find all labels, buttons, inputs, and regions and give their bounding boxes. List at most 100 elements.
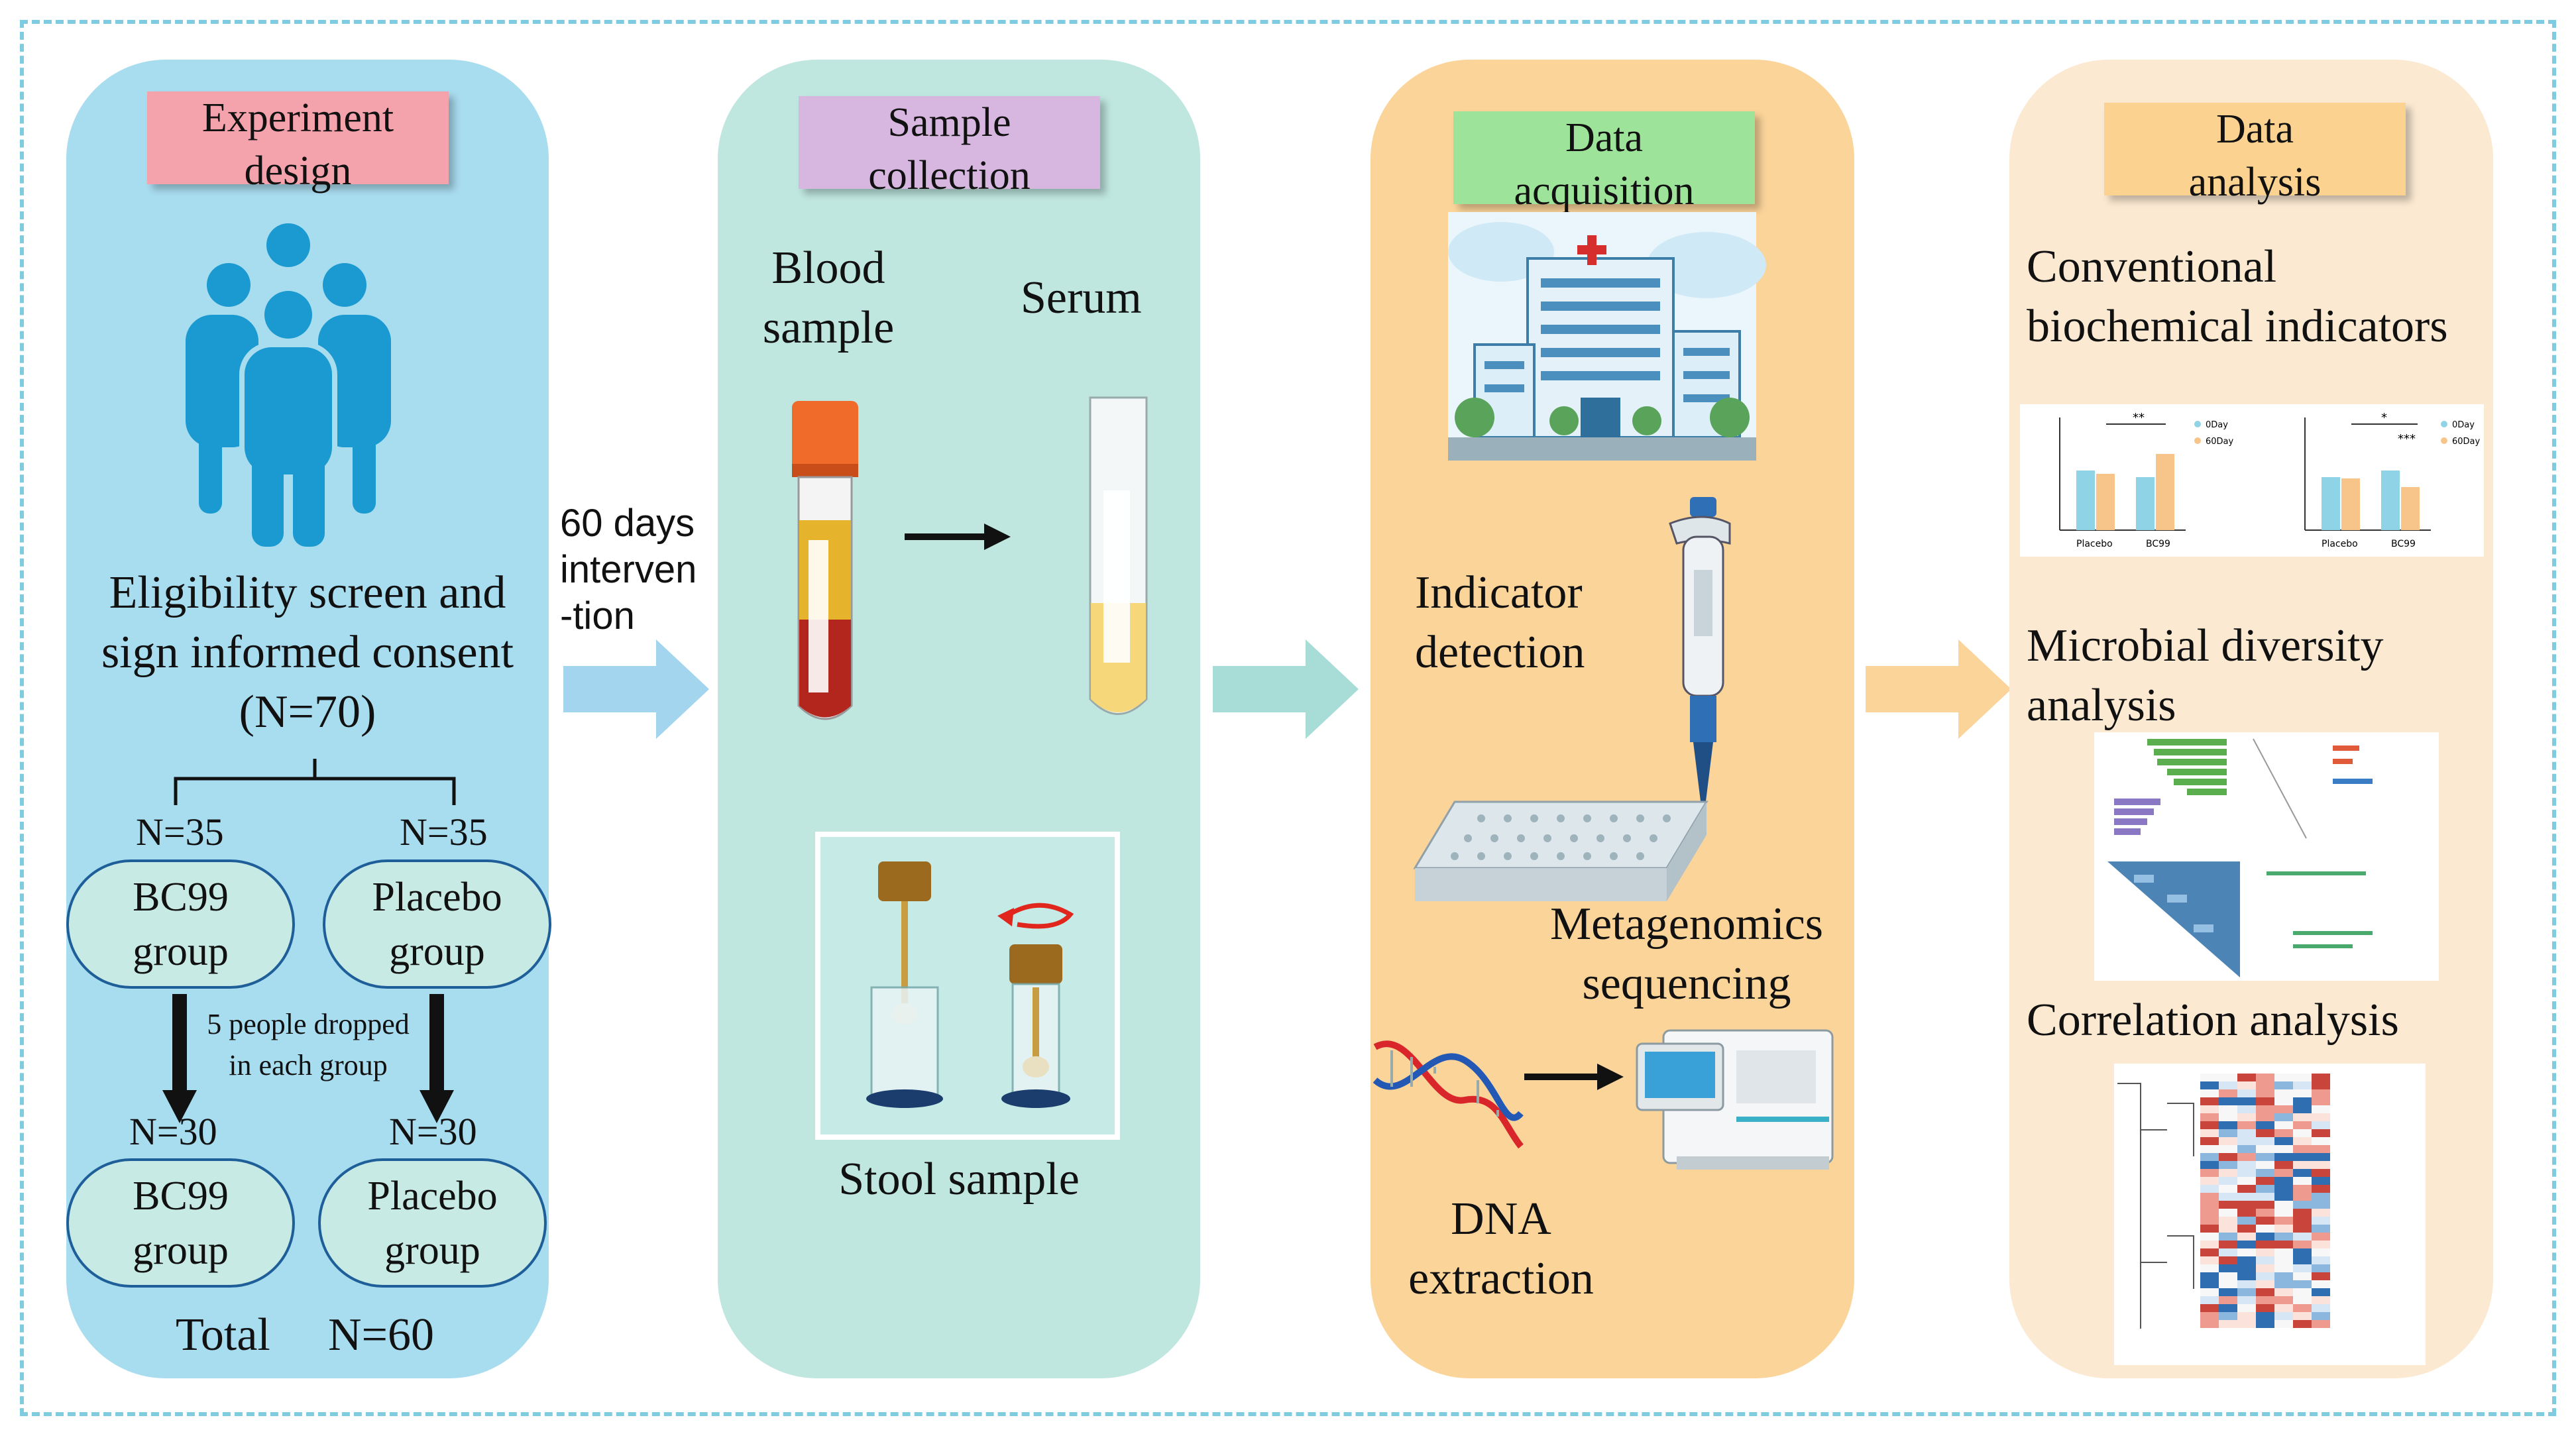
heatmap-cell [2200,1153,2219,1161]
heatmap-cell [2219,1217,2237,1225]
heatmap-cell [2219,1105,2237,1113]
heatmap-cell [2312,1193,2330,1201]
heatmap-cell [2219,1209,2237,1217]
hospital-icon [1448,212,1766,461]
heatmap-cell [2200,1121,2219,1129]
n-right-label: N=35 [400,810,488,854]
heatmap-cell [2219,1288,2237,1296]
eligibility-line: sign informed consent [101,627,514,678]
bc99-group-oval: BC99 group [66,859,295,989]
heatmap-cell [2274,1105,2293,1113]
heatmap-cell [2237,1256,2256,1264]
heatmap-cell [2237,1137,2256,1145]
heatmap-cell [2256,1217,2274,1225]
sample-collection-header: Sample collection [799,96,1100,198]
heatmap-cell [2312,1081,2330,1089]
heatmap-cell [2312,1177,2330,1185]
oval-line: BC99 [133,874,229,920]
heatmap-cell [2274,1097,2293,1105]
header-line: Experiment [201,95,394,140]
heatmap-cell [2237,1280,2256,1288]
heatmap-cell [2237,1121,2256,1129]
heatmap-cell [2237,1233,2256,1241]
n-right-after-label: N=30 [389,1110,477,1153]
biochemical-mini-charts: ** Placebo BC99 0Day 60Day * *** Placebo… [2059,411,2481,549]
heatmap-cell [2200,1097,2219,1105]
mini-x-label: BC99 [2146,539,2170,549]
heatmap-cell [2274,1074,2293,1081]
heatmap-cell [2312,1256,2330,1264]
heatmap-cell [2274,1193,2293,1201]
heatmap-cell [2200,1217,2219,1225]
heatmap-cell [2312,1312,2330,1320]
heatmap-cell [2274,1113,2293,1121]
metagenomics-line: sequencing [1582,958,1791,1009]
heatmap-cell [2256,1121,2274,1129]
heatmap-cell [2256,1105,2274,1113]
eligibility-text: Eligibility screen and sign informed con… [66,563,549,742]
heatmap-cell [2293,1121,2312,1129]
oval-line: group [133,928,229,974]
heatmap-cell [2219,1320,2237,1328]
heatmap-cell [2237,1074,2256,1081]
heatmap-cell [2237,1225,2256,1233]
heatmap-cell [2293,1288,2312,1296]
heatmap-cell [2256,1201,2274,1209]
split-bracket [174,759,456,805]
heatmap-cell [2219,1233,2237,1241]
pipette-icon [1669,497,1731,812]
heatmap-cell [2200,1280,2219,1288]
total-value: N=60 [328,1309,435,1360]
heatmap-cell [2312,1304,2330,1312]
heatmap-cell [2312,1241,2330,1248]
heatmap-cell [2219,1264,2237,1272]
metagenomics-line: Metagenomics [1549,899,1824,950]
heatmap-cell [2274,1089,2293,1097]
heatmap-cell [2237,1177,2256,1185]
oval-line: group [133,1227,229,1273]
heatmap-cell [2200,1225,2219,1233]
well-plate-icon [1413,801,1708,901]
heatmap-cell [2200,1304,2219,1312]
heatmap-cell [2256,1137,2274,1145]
intervention-line: -tion [560,594,635,637]
header-line: analysis [2188,160,2322,205]
heatmap-cell [2256,1312,2274,1320]
heatmap-cell [2237,1288,2256,1296]
heatmap-cell [2312,1185,2330,1193]
heatmap-cell [2200,1233,2219,1241]
heatmap-cell [2256,1264,2274,1272]
heatmap-cell [2256,1241,2274,1248]
header-line: collection [868,153,1031,198]
heatmap-cell [2274,1304,2293,1312]
indicator-line: Indicator [1415,567,1583,618]
people-icon [186,223,391,547]
dropped-line: 5 people dropped [207,1008,410,1040]
heatmap-cell [2237,1153,2256,1161]
heatmap-cell [2274,1225,2293,1233]
microbial-line: Microbial diversity [2027,620,2384,671]
heatmap-cell [2256,1153,2274,1161]
heatmap-cell [2312,1225,2330,1233]
heatmap-cell [2237,1185,2256,1193]
heatmap-cell [2293,1312,2312,1320]
heatmap-cell [2256,1296,2274,1304]
heatmap-cell [2293,1169,2312,1177]
header-line: acquisition [1514,168,1695,213]
heatmap-cell [2293,1193,2312,1201]
flow-arrow-3 [1866,639,2011,739]
heatmap-cell [2200,1248,2219,1256]
heatmap-cell [2219,1097,2237,1105]
heatmap-cell [2274,1201,2293,1209]
correlation-heatmap [2117,1074,2330,1329]
conventional-indicators-label: Conventional biochemical indicators [2027,237,2448,357]
n-left-after-label: N=30 [129,1110,217,1153]
heatmap-cell [2256,1089,2274,1097]
heatmap-cell [2312,1217,2330,1225]
heatmap-cell [2274,1185,2293,1193]
heatmap-cell [2312,1145,2330,1153]
heatmap-cell [2237,1272,2256,1280]
heatmap-cell [2219,1272,2237,1280]
experiment-design-header: Experiment design [147,91,449,193]
header-line: Data [2215,107,2294,152]
